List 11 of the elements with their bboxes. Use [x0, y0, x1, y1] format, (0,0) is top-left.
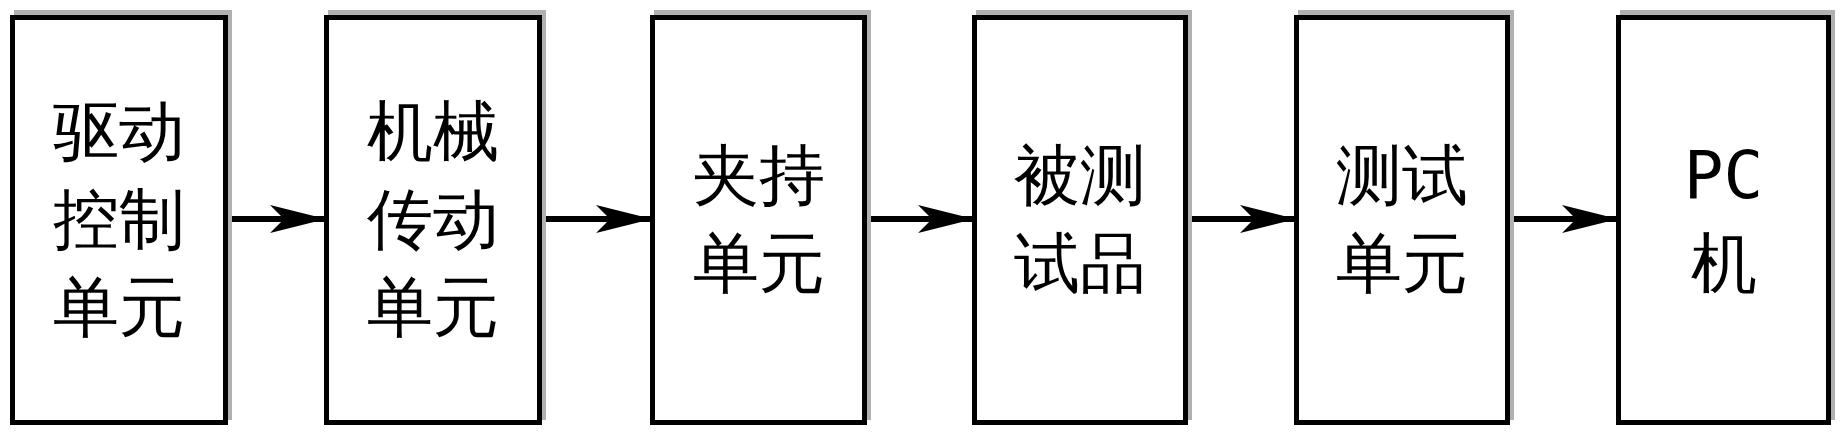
arrow — [546, 205, 652, 233]
box-label: 被测试品 — [1013, 136, 1147, 304]
arrow — [1192, 205, 1296, 233]
box-label: 夹持单元 — [691, 136, 826, 304]
arrow — [871, 205, 974, 233]
box-label: 机械传动单元 — [366, 92, 500, 348]
arrow — [232, 205, 326, 233]
box-label: PC机 — [1682, 136, 1765, 304]
box-label: 测试单元 — [1335, 136, 1469, 304]
arrow — [1514, 205, 1618, 233]
box-label: 驱动控制单元 — [52, 92, 186, 348]
